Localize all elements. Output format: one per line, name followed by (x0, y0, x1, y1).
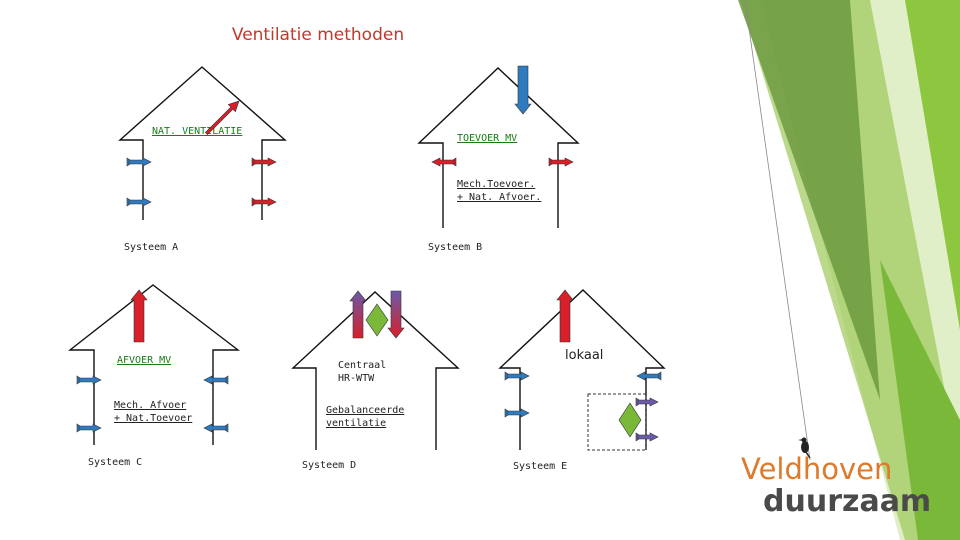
wall-arrow-e3 (504, 408, 530, 418)
decor-panel-bright (905, 0, 960, 330)
system-c-label: Systeem C (88, 457, 142, 468)
wall-arrow-a3 (126, 197, 152, 207)
system-b-label: Systeem B (428, 242, 482, 253)
system-d-type2: HR-WTW (338, 373, 375, 384)
wall-arrow-a4 (251, 197, 277, 207)
vertical-arrow-c (130, 289, 148, 343)
house-b-outline (417, 67, 580, 228)
vertical-arrow-e (556, 289, 574, 343)
house-system-d: Centraal HR-WTW Gebalanceerde ventilatie… (291, 290, 460, 471)
logo-line1: Veldhoven (741, 452, 892, 486)
vertical-arrow-d-down (387, 290, 405, 339)
decor-panel-bottom (880, 260, 960, 540)
wall-arrow-c3 (76, 423, 102, 433)
system-e-type: lokaal (565, 348, 603, 363)
system-a-type: NAT. VENTILATIE (152, 126, 242, 137)
system-c-type: AFVOER MV (117, 355, 171, 366)
valve-diamond-d (365, 303, 389, 337)
system-d-desc1: Gebalanceerde (326, 405, 404, 416)
house-system-b: TOEVOER MV Mech.Toevoer. + Nat. Afvoer. … (417, 65, 580, 253)
system-e-label: Systeem E (513, 461, 567, 472)
house-e-outline (498, 289, 666, 450)
vertical-arrow-d-up (349, 290, 367, 339)
system-c-desc1: Mech. Afvoer (114, 400, 186, 411)
decor-panel-dark (738, 0, 880, 400)
decor-line (744, 0, 811, 461)
system-b-type: TOEVOER MV (457, 133, 517, 144)
wall-arrow-e5 (635, 432, 659, 442)
system-d-desc2: ventilatie (326, 418, 386, 429)
decor-panels (738, 0, 960, 540)
logo-line2: duurzaam (763, 484, 931, 519)
system-a-label: Systeem A (124, 242, 178, 253)
bird-icon (798, 437, 811, 459)
veldhoven-duurzaam-logo: Veldhoven duurzaam (741, 437, 931, 519)
house-system-e: lokaal Systeem E (498, 289, 666, 472)
wall-arrow-e2 (636, 371, 662, 381)
wall-arrow-b2 (548, 157, 574, 167)
wall-arrow-a1 (126, 157, 152, 167)
wall-arrow-e4 (635, 397, 659, 407)
system-b-desc2: + Nat. Afvoer. (457, 192, 541, 203)
house-c-outline (67, 284, 241, 445)
system-d-label: Systeem D (302, 460, 356, 471)
wall-arrow-c2 (203, 375, 229, 385)
house-a-outline (118, 66, 287, 220)
wall-arrow-c4 (203, 423, 229, 433)
house-d-outline (291, 291, 460, 450)
roof-arrow-a (204, 100, 240, 136)
house-system-c: AFVOER MV Mech. Afvoer + Nat.Toevoer Sys… (67, 284, 241, 468)
wall-arrow-c1 (76, 375, 102, 385)
house-system-a: NAT. VENTILATIE Systeem A (118, 66, 287, 253)
wall-arrow-b1 (431, 157, 457, 167)
vertical-arrow-b (514, 65, 532, 115)
page-title: Ventilatie methoden (232, 25, 404, 45)
local-unit-box (587, 393, 647, 451)
system-c-desc2: + Nat.Toevoer (114, 413, 192, 424)
valve-diamond-e (618, 402, 642, 438)
wall-arrow-e1 (504, 371, 530, 381)
wall-arrow-a2 (251, 157, 277, 167)
system-b-desc1: Mech.Toevoer. (457, 179, 535, 190)
system-d-type1: Centraal (338, 360, 386, 371)
